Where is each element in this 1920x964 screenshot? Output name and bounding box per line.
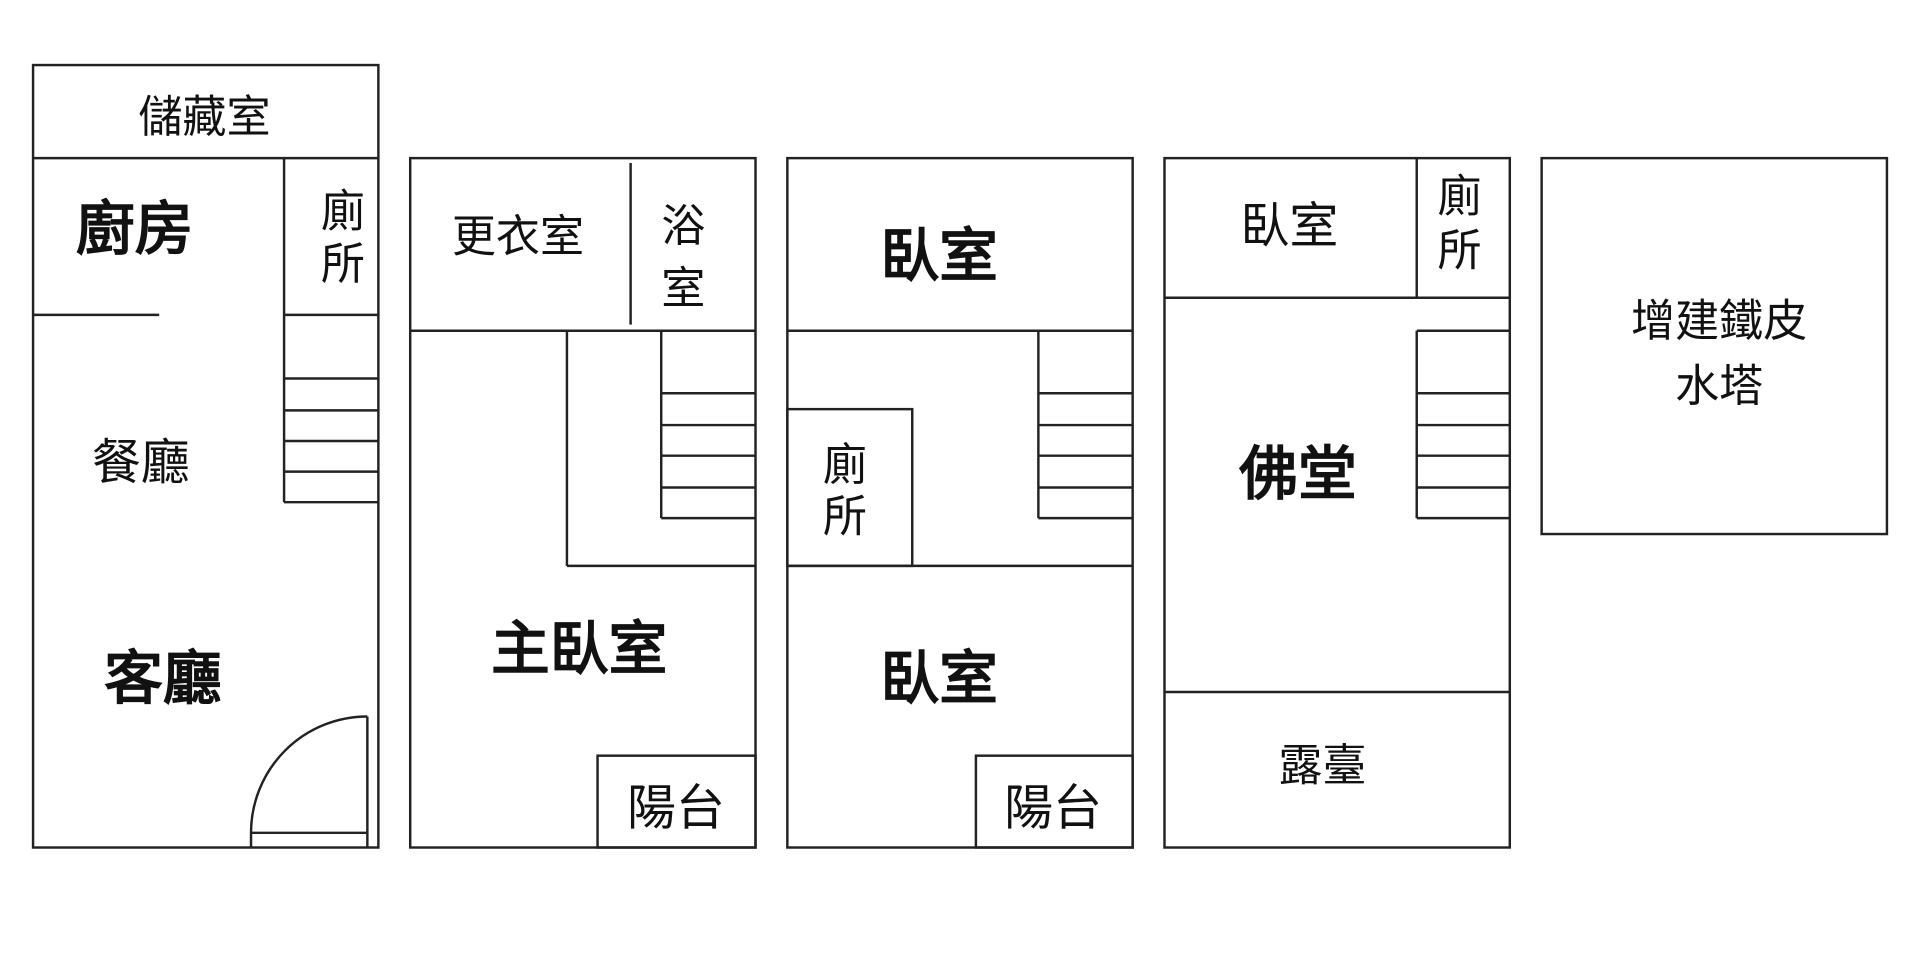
staircase (1415, 329, 1510, 520)
staircase (284, 377, 379, 504)
room-balcony: 陽台 (627, 779, 725, 836)
room-storage: 儲藏室 (138, 92, 270, 143)
floor-1-plan: 儲藏室 廚房 廁 所 餐廳 客廳 (31, 63, 380, 849)
room-master-bedroom: 主臥室 (491, 614, 667, 683)
room-bedroom-top: 臥室 (880, 221, 998, 290)
room-toilet-char2: 所 (1438, 226, 1482, 277)
room-dressing: 更衣室 (452, 212, 584, 263)
room-shrine: 佛堂 (1238, 439, 1357, 508)
room-bath-char2: 室 (661, 264, 705, 315)
room-terrace: 露臺 (1278, 741, 1366, 792)
roof-plan: 增建鐵皮 水塔 (1540, 156, 1889, 536)
room-toilet-char1: 廁 (1438, 172, 1482, 223)
room-bedroom: 臥室 (1240, 198, 1338, 255)
roof-label-line1: 增建鐵皮 (1631, 296, 1807, 347)
room-toilet-char1: 廁 (321, 186, 365, 237)
door-swing-icon (249, 715, 369, 848)
room-toilet-char2: 所 (321, 239, 365, 290)
room-toilet-char1: 廁 (823, 440, 867, 491)
room-bath-char1: 浴 (661, 201, 705, 252)
staircase (1037, 330, 1133, 520)
staircase (660, 330, 756, 520)
floor-2-plan: 更衣室 浴 室 主臥室 陽台 (408, 156, 757, 849)
room-balcony: 陽台 (1004, 779, 1102, 836)
room-dining: 餐廳 (92, 434, 190, 491)
room-toilet-char2: 所 (823, 491, 867, 542)
room-kitchen: 廚房 (76, 194, 194, 263)
room-living: 客廳 (104, 643, 222, 712)
floor-3-plan: 臥室 廁 所 臥室 陽台 (786, 156, 1134, 849)
floor-4-plan: 臥室 廁 所 佛堂 露臺 (1163, 156, 1512, 849)
roof-label-line2: 水塔 (1675, 361, 1763, 412)
room-bedroom-bottom: 臥室 (880, 643, 998, 712)
